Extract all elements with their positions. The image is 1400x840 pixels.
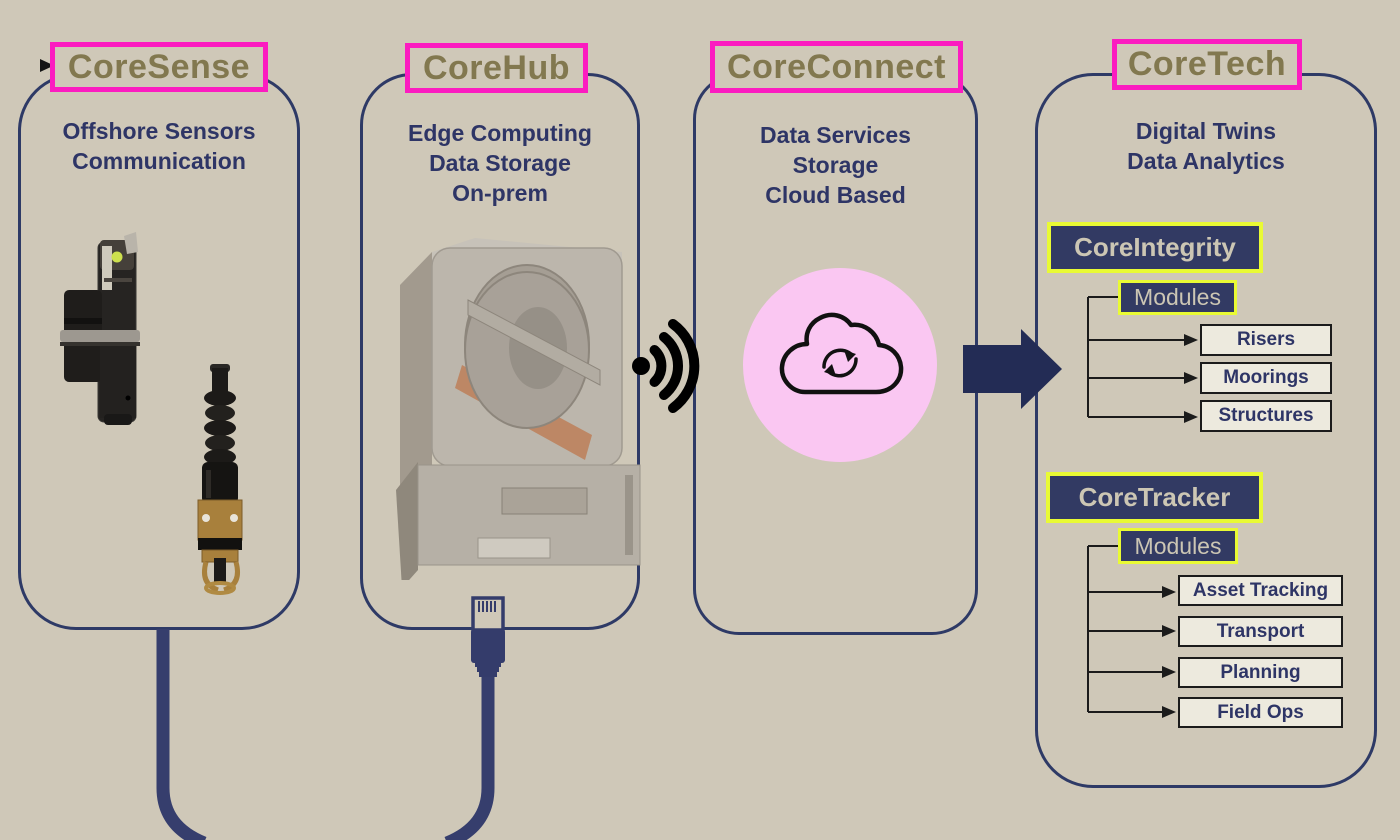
corehub-title: CoreHub: [422, 48, 571, 87]
desc-line: Data Storage: [429, 150, 571, 176]
module-structures: Structures: [1200, 400, 1332, 432]
cloud-sync-icon: [779, 312, 904, 395]
coretech-title: CoreTech: [1127, 45, 1287, 83]
coretracker-modules-box: Modules: [1118, 528, 1238, 564]
coreintegrity-modules-label: Modules: [1134, 284, 1221, 310]
coreconnect-description: Data Services Storage Cloud Based: [693, 120, 978, 210]
coreconnect-title: CoreConnect: [727, 47, 946, 86]
coreconnect-title-box: CoreConnect: [710, 41, 963, 93]
module-label: Risers: [1236, 329, 1296, 350]
corehub-title-box: CoreHub: [405, 43, 588, 93]
coretracker-tree-connector: [1087, 545, 1176, 718]
flow-arrow-right-icon: [963, 329, 1062, 409]
coreintegrity-box: CoreIntegrity: [1047, 222, 1263, 273]
ethernet-plug-icon: [471, 596, 505, 677]
sensor-photo-1: [60, 232, 140, 425]
desc-line: Storage: [792, 152, 879, 178]
sensor-cable: [156, 629, 207, 840]
desc-line: Digital Twins: [1135, 118, 1277, 144]
module-label: Asset Tracking: [1192, 579, 1329, 601]
desc-line: Edge Computing: [408, 120, 592, 146]
module-asset-tracking: Asset Tracking: [1178, 575, 1343, 606]
edge-hub-device-photo: [396, 238, 641, 580]
module-planning: Planning: [1178, 657, 1343, 688]
coretech-title-box: CoreTech: [1112, 39, 1302, 90]
corehub-description: Edge Computing Data Storage On-prem: [360, 118, 640, 208]
sensor-photo-2: [197, 364, 243, 595]
coretracker-box: CoreTracker: [1046, 472, 1263, 523]
desc-line: Data Services: [760, 122, 911, 148]
module-field-ops: Field Ops: [1178, 697, 1343, 728]
module-label: Structures: [1218, 405, 1314, 426]
module-transport: Transport: [1178, 616, 1343, 647]
desc-line: Data Analytics: [1127, 148, 1285, 174]
desc-line: Communication: [72, 148, 246, 174]
module-label: Field Ops: [1217, 701, 1304, 723]
coresense-title: CoreSense: [67, 47, 251, 86]
coresense-description: Offshore Sensors Communication: [18, 116, 300, 176]
module-label: Transport: [1216, 620, 1305, 642]
subsea-sensor-photos: [60, 232, 243, 595]
coretracker-modules-label: Modules: [1134, 532, 1222, 559]
coreintegrity-tree-connector: [1087, 296, 1198, 423]
coretracker-name: CoreTracker: [1078, 482, 1231, 512]
module-label: Planning: [1220, 661, 1301, 683]
module-moorings: Moorings: [1200, 362, 1332, 394]
small-arrowhead-icon: [40, 59, 54, 72]
coreintegrity-modules-box: Modules: [1118, 280, 1237, 315]
module-risers: Risers: [1200, 324, 1332, 356]
device-body: [396, 238, 641, 580]
wifi-signal-icon: [632, 319, 700, 413]
desc-line: Offshore Sensors: [62, 118, 256, 144]
module-label: Moorings: [1223, 367, 1309, 388]
cloud-circle: [743, 268, 937, 462]
coreintegrity-name: CoreIntegrity: [1074, 232, 1236, 262]
hub-cable: [444, 672, 495, 840]
desc-line: On-prem: [452, 180, 548, 206]
coresense-title-box: CoreSense: [50, 42, 268, 92]
coretech-description: Digital Twins Data Analytics: [1035, 116, 1377, 176]
desc-line: Cloud Based: [765, 182, 906, 208]
